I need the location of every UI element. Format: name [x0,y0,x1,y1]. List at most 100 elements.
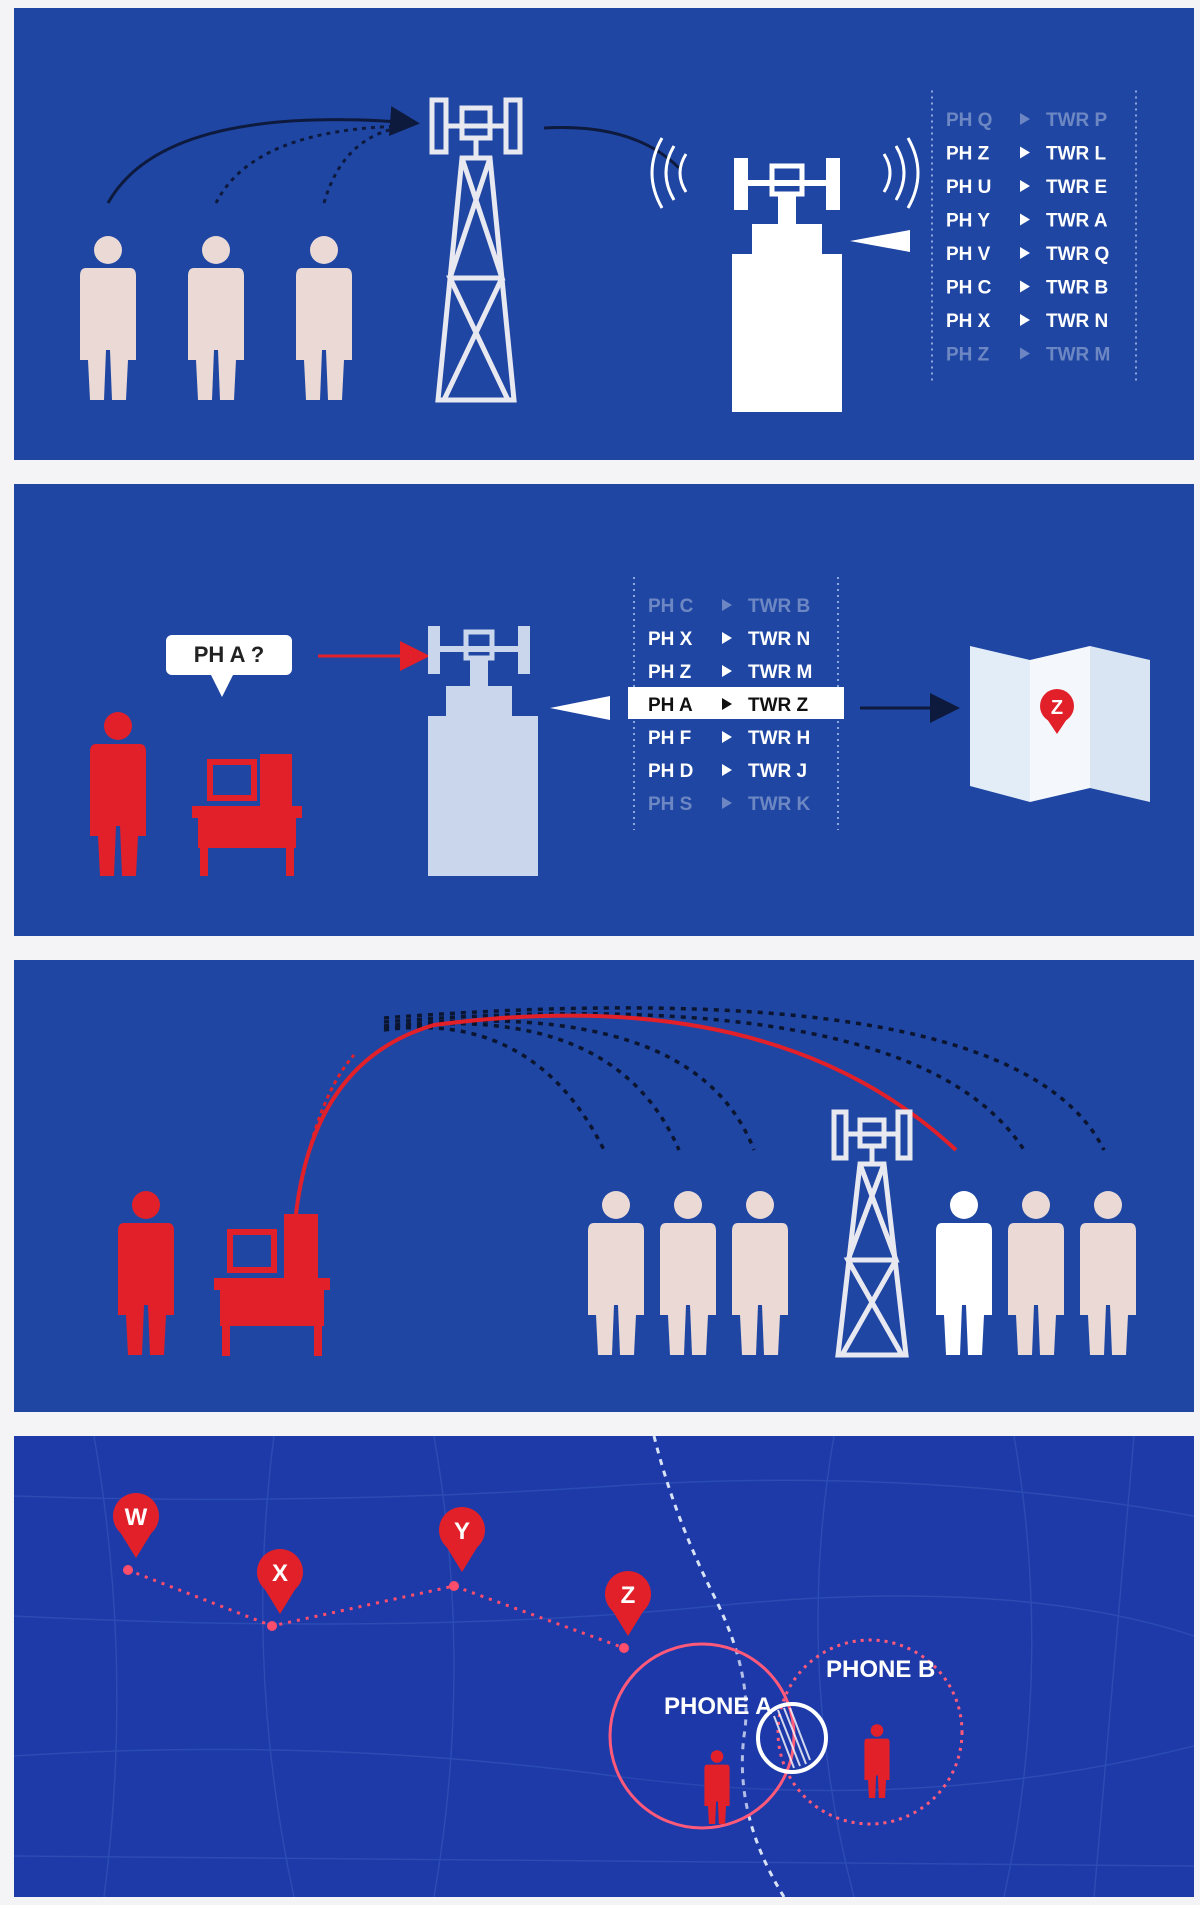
log-phone: PH Z [648,662,692,683]
map-pin-label: Z [1051,697,1063,719]
log-arrow-icon [1020,247,1030,259]
pin-label: W [125,1504,148,1531]
log-arrow-icon [722,797,732,809]
log-arrow-icon [1020,213,1030,226]
overlap-hatch [773,1707,811,1769]
log-arrow-icon [722,599,732,611]
log-tower: TWR N [1046,311,1108,332]
map-icon [970,646,1150,802]
log-tower: TWR M [748,662,812,683]
signal-waves-icon [650,137,920,209]
phone-a-label: PHONE A [664,1693,772,1720]
query-label: PH A ? [193,642,265,667]
log-phone: PH U [946,177,991,198]
map-pin-z: Z [605,1571,651,1636]
map-pin-w: W [113,1493,159,1558]
log-tower: TWR B [1046,278,1108,299]
panel3-illustration [118,1006,1136,1358]
pin-label: Y [454,1518,470,1545]
log-phone: PH Z [946,144,990,165]
investigator-person [118,1191,174,1355]
boundary-line [652,1436,786,1897]
log-tower: TWR B [748,596,810,617]
panel-tower-dump [14,960,1194,1412]
investigator-person [90,712,146,876]
log-phone: PH X [648,629,693,650]
log-phone: PH Y [946,211,990,232]
map-pin-x: X [257,1549,303,1614]
log-phone: PH S [648,794,692,815]
path-points [123,1565,629,1653]
overlap-circle [756,1702,828,1774]
person-2 [660,1191,716,1355]
log-phone: PH A [648,695,693,716]
log-phone: PH X [946,311,991,332]
log-phone: PH F [648,728,691,749]
log-arrow-icon [722,632,732,644]
log-arrow-icon [1020,280,1030,293]
phone-b-range [776,1638,964,1826]
log-tower: TWR J [748,761,807,782]
pin-label: Z [621,1582,636,1609]
phone-a-range [608,1642,796,1830]
person-1 [588,1191,644,1355]
log-arrow-icon [722,764,732,776]
log-arrow-icon [722,665,732,677]
log-arrow-icon [1020,180,1030,192]
log-tower: TWR K [748,794,811,815]
log-arrow-icon [722,731,732,743]
phone-b-person [864,1724,890,1798]
target-person [936,1191,992,1355]
panel-location-map: W X Y Z PHONE A PHONE B [14,1436,1194,1897]
log-phone: PH C [648,596,694,617]
person-6 [1080,1191,1136,1355]
target-phone-arc-dashed [294,1054,356,1215]
pin-label: X [272,1560,288,1587]
log-tower: TWR E [1046,177,1107,198]
target-phone-arc [294,1013,958,1215]
person-3 [296,236,352,400]
person-3 [732,1191,788,1355]
log-tower: TWR N [748,629,810,650]
log-tower: TWR A [1046,211,1108,232]
cell-tower-icon [429,97,523,403]
log-arrow-icon [722,698,732,710]
cell-tower-icon [831,1109,913,1358]
log-phone: PH D [648,761,693,782]
person-1 [80,236,136,400]
person-2 [188,236,244,400]
log-highlight [628,687,844,719]
log-tower: TWR L [1046,144,1107,165]
computer-desk-icon [214,1214,330,1356]
movement-path [127,1568,625,1650]
person-5 [1008,1191,1064,1355]
log-tower: TWR H [748,728,810,749]
log-tower: TWR Q [1046,244,1109,265]
log-phone: PH Z [946,345,990,366]
switching-center-building [428,626,538,876]
log-phone: PH Q [946,110,992,131]
log-tower: TWR M [1046,345,1110,366]
log-phone: PH V [946,244,991,265]
computer-desk-icon [192,754,302,876]
map-pin-icon: Z [1040,689,1074,734]
phone-b-label: PHONE B [826,1656,935,1683]
log-arrow-icon [1020,347,1030,360]
street-grid [14,1436,1194,1897]
call-arc-dashed-1 [214,124,410,204]
log-pointer [550,696,610,720]
log-arrow-icon [1020,314,1030,326]
tower-dump-arcs [383,1006,1106,1151]
query-speech-bubble: PH A ? [166,635,292,697]
log-phone: PH C [946,278,992,299]
switching-center-building [732,158,842,412]
panel4-illustration: W X Y Z PHONE A PHONE B [14,1436,1194,1897]
log-arrow-icon [1020,113,1030,125]
log-pointer [850,230,910,252]
